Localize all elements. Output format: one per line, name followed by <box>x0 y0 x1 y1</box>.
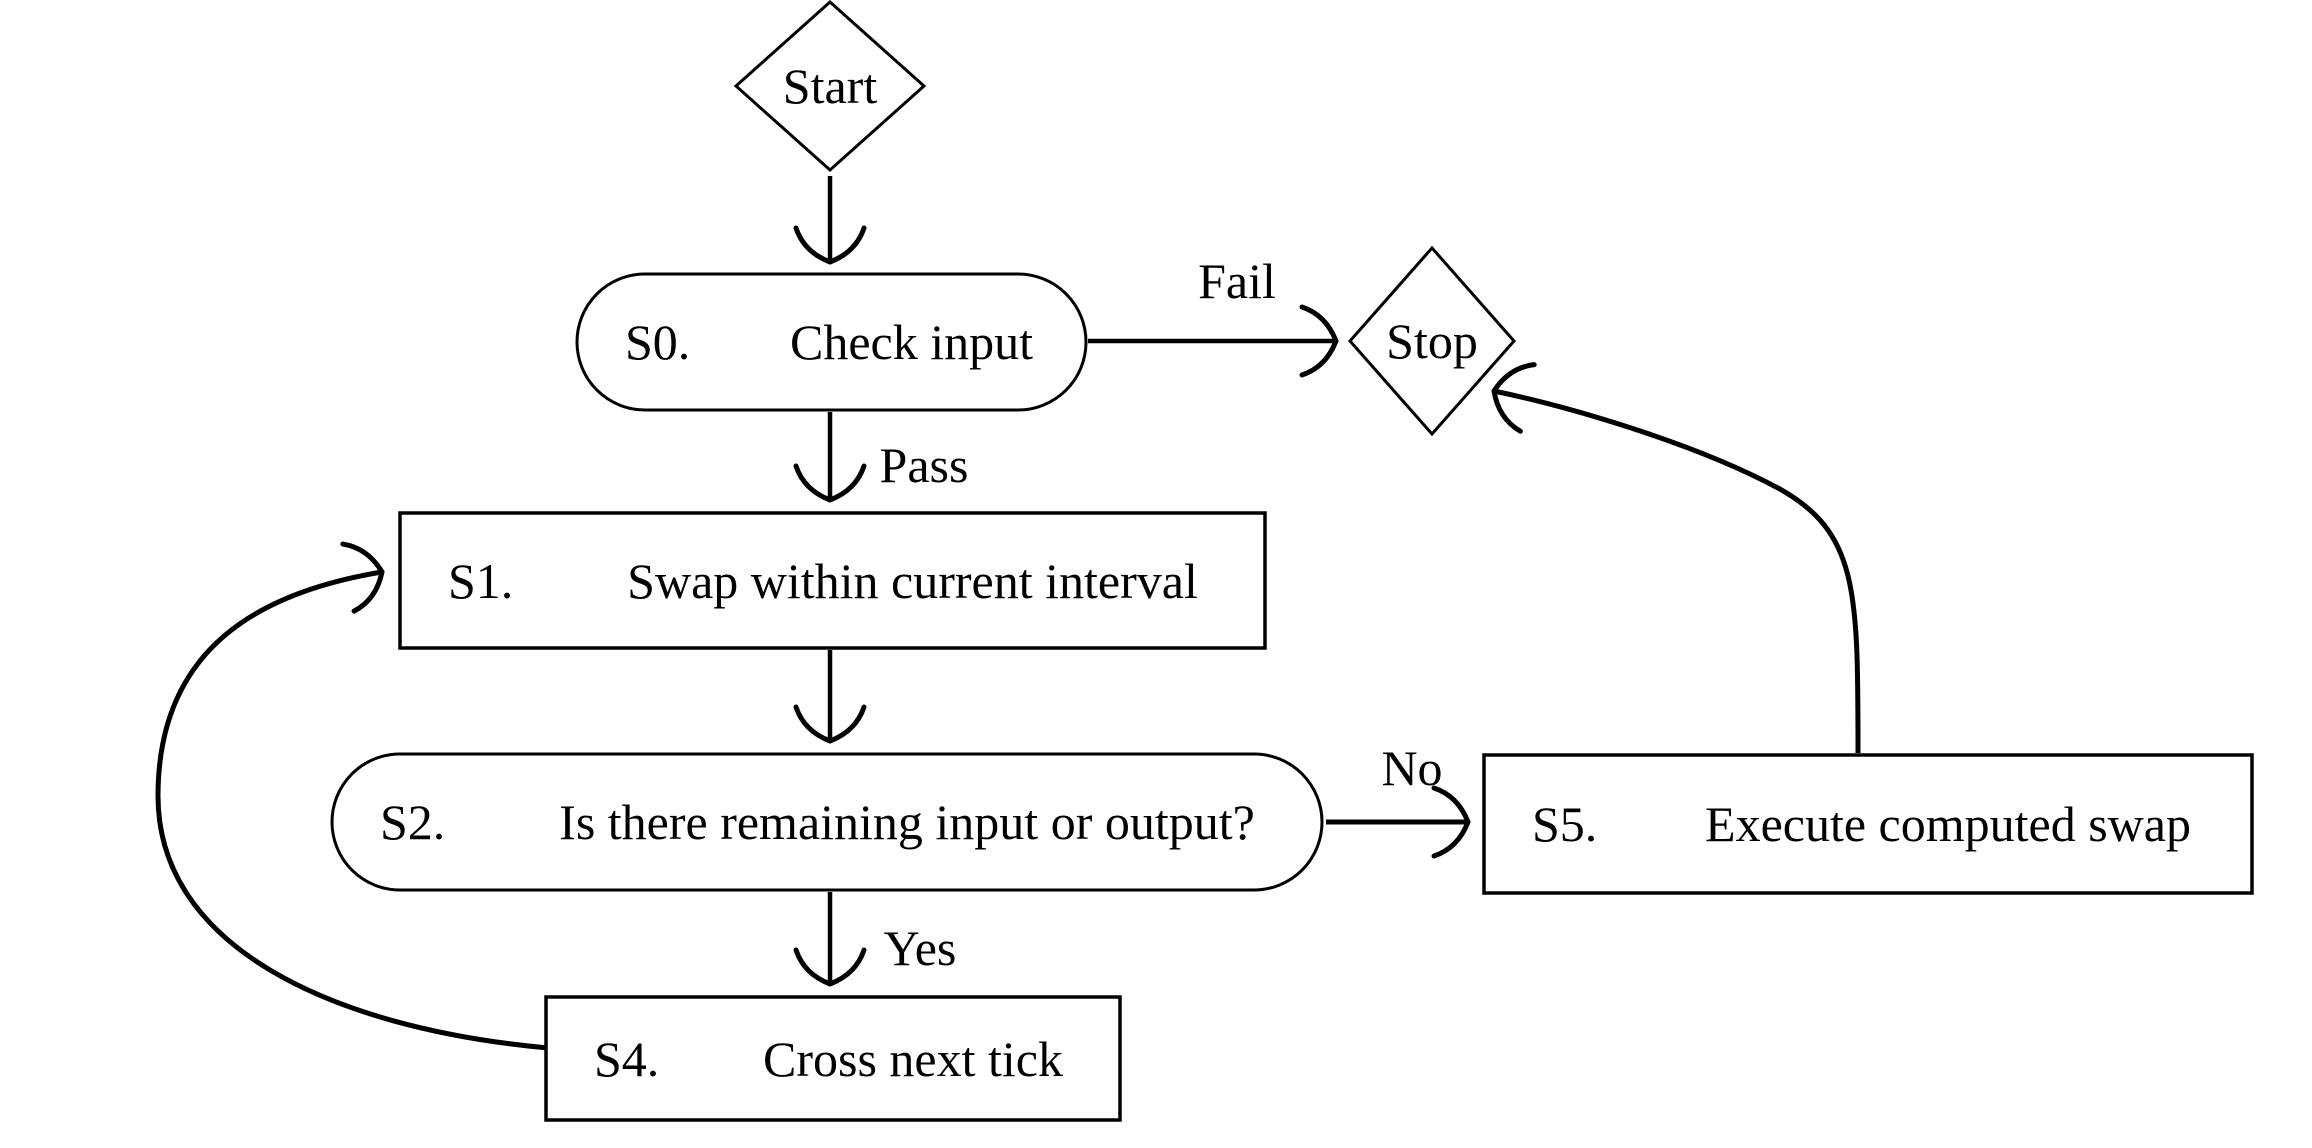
s4-number: S4. <box>594 1030 660 1087</box>
s0-number: S0. <box>625 314 691 370</box>
s5-number: S5. <box>1532 796 1598 852</box>
s1-number: S1. <box>448 552 514 609</box>
node-s1: S1. Swap within current interval <box>400 513 1265 648</box>
node-s5: S5. Execute computed swap <box>1484 755 2252 893</box>
edge-label-pass: Pass <box>879 437 969 493</box>
s4-label: Cross next tick <box>763 1030 1063 1087</box>
s0-label: Check input <box>789 314 1034 370</box>
edge-label-no: No <box>1381 740 1443 796</box>
edge-s4-to-s1-loop <box>155 541 549 1051</box>
s1-rect-shape <box>398 511 1267 650</box>
start-label: Start <box>782 58 878 114</box>
node-stop: Stop <box>1350 248 1514 434</box>
s1-label: Swap within current interval <box>627 552 1198 609</box>
edge-label-fail: Fail <box>1198 253 1276 309</box>
s5-label: Execute computed swap <box>1705 796 2191 852</box>
s5-rect-shape <box>1482 753 2254 895</box>
s2-stadium-shape <box>330 752 1324 892</box>
s4-rect-shape <box>544 995 1122 1122</box>
stop-diamond-shape <box>1348 245 1516 437</box>
node-s2: S2. Is there remaining input or output? <box>332 754 1322 890</box>
node-start: Start <box>736 2 924 170</box>
edge-label-yes: Yes <box>883 920 957 976</box>
start-diamond-shape <box>733 0 927 173</box>
s2-label: Is there remaining input or output? <box>559 794 1255 850</box>
s2-number: S2. <box>380 794 446 850</box>
edge-s5-to-stop <box>1491 362 1861 754</box>
s0-stadium-shape <box>575 272 1088 412</box>
node-s4: S4. Cross next tick <box>546 997 1120 1120</box>
stop-label: Stop <box>1386 313 1478 369</box>
node-s0: S0. Check input <box>577 274 1086 410</box>
